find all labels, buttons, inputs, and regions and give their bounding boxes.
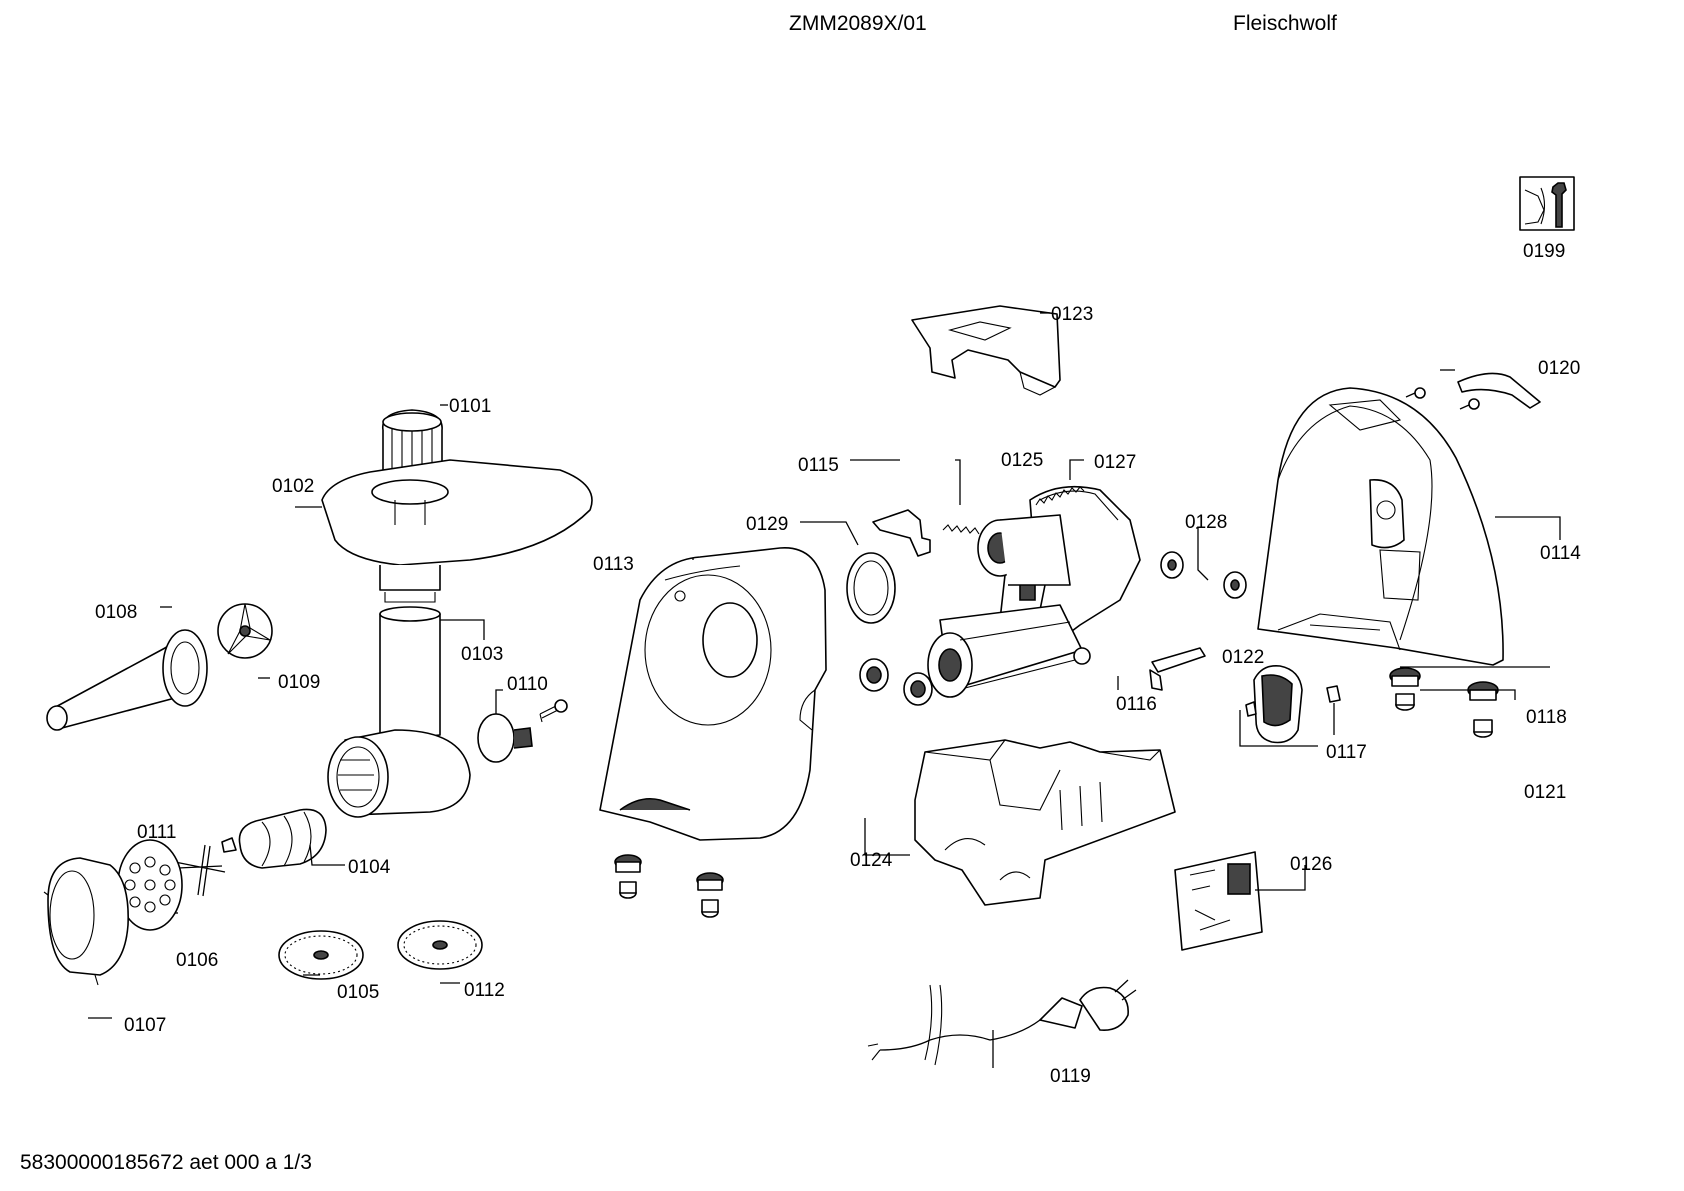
- label-0119: 0119: [1050, 1066, 1091, 1087]
- part-0116-brush-holder[interactable]: [1149, 647, 1206, 691]
- part-0113-front-housing[interactable]: [599, 547, 827, 841]
- label-0102: 0102: [272, 476, 314, 497]
- service-tool-icon[interactable]: [1519, 176, 1575, 231]
- part-0119-power-cord[interactable]: [867, 979, 1137, 1066]
- part-0108-funnel[interactable]: [46, 629, 208, 731]
- label-0115: 0115: [798, 455, 839, 476]
- label-0101: 0101: [449, 396, 491, 417]
- label-0117: 0117: [1326, 742, 1367, 763]
- label-0127: 0127: [1094, 452, 1136, 473]
- part-0120-clip[interactable]: [1405, 372, 1541, 410]
- part-0115-pin-bracket[interactable]: [872, 509, 931, 557]
- label-0111: 0111: [137, 822, 176, 843]
- part-0112-medium-plate[interactable]: [397, 920, 483, 970]
- part-labels: 0101 0102 0103 0104 0105 0106 0107 0108 …: [95, 241, 1581, 1087]
- part-0104-auger[interactable]: [221, 808, 327, 869]
- label-0120: 0120: [1538, 358, 1580, 379]
- part-0118-feet[interactable]: [1389, 667, 1499, 738]
- label-0124: 0124: [850, 850, 893, 871]
- label-0128: 0128: [1185, 512, 1227, 533]
- label-0121: 0121: [1524, 782, 1566, 803]
- label-0129: 0129: [746, 514, 788, 535]
- part-0103-grinder-body[interactable]: [327, 606, 471, 818]
- part-0110-gear[interactable]: [477, 699, 568, 763]
- part-0127-motor[interactable]: [927, 485, 1141, 698]
- label-0103: 0103: [461, 644, 503, 665]
- label-0106: 0106: [176, 950, 218, 971]
- label-0110: 0110: [507, 674, 548, 695]
- label-0112: 0112: [464, 980, 505, 1001]
- part-0111-knife[interactable]: [174, 844, 226, 897]
- part-0126-pcb[interactable]: [1174, 851, 1263, 951]
- label-0116: 0116: [1116, 694, 1157, 715]
- part-0102-tray[interactable]: [321, 459, 593, 603]
- part-0124-base-tray[interactable]: [914, 739, 1176, 906]
- part-0122-switch[interactable]: [1245, 664, 1341, 744]
- part-0125-spring[interactable]: [942, 524, 980, 535]
- part-0128-bushings[interactable]: [1160, 551, 1247, 599]
- part-0105-fine-plate[interactable]: [278, 930, 364, 980]
- label-0118: 0118: [1526, 707, 1567, 728]
- model-number: ZMM2089X/01: [789, 12, 927, 35]
- label-0109: 0109: [278, 672, 320, 693]
- document-code: 58300000185672 aet 000 a 1/3: [20, 1151, 312, 1174]
- part-0123-bracket[interactable]: [911, 305, 1061, 396]
- part-0113-feet[interactable]: [614, 854, 724, 918]
- part-0129-ring[interactable]: [846, 552, 896, 624]
- leader-lines: [88, 312, 1561, 1068]
- part-0114-rear-housing[interactable]: [1257, 387, 1504, 666]
- part-0109-cross-knife[interactable]: [217, 603, 273, 659]
- label-0122: 0122: [1222, 647, 1264, 668]
- label-0123: 0123: [1051, 304, 1093, 325]
- product-category: Fleischwolf: [1233, 12, 1337, 35]
- label-0114: 0114: [1540, 543, 1581, 564]
- label-0125: 0125: [1001, 450, 1043, 471]
- label-0107: 0107: [124, 1015, 166, 1036]
- label-0104: 0104: [348, 857, 391, 878]
- label-0105: 0105: [337, 982, 379, 1003]
- label-0199: 0199: [1523, 241, 1565, 262]
- label-0113: 0113: [593, 554, 634, 575]
- part-0107-ring-nut[interactable]: [43, 857, 129, 986]
- label-0108: 0108: [95, 602, 137, 623]
- part-motor-bearings[interactable]: [859, 658, 933, 706]
- label-0126: 0126: [1290, 854, 1332, 875]
